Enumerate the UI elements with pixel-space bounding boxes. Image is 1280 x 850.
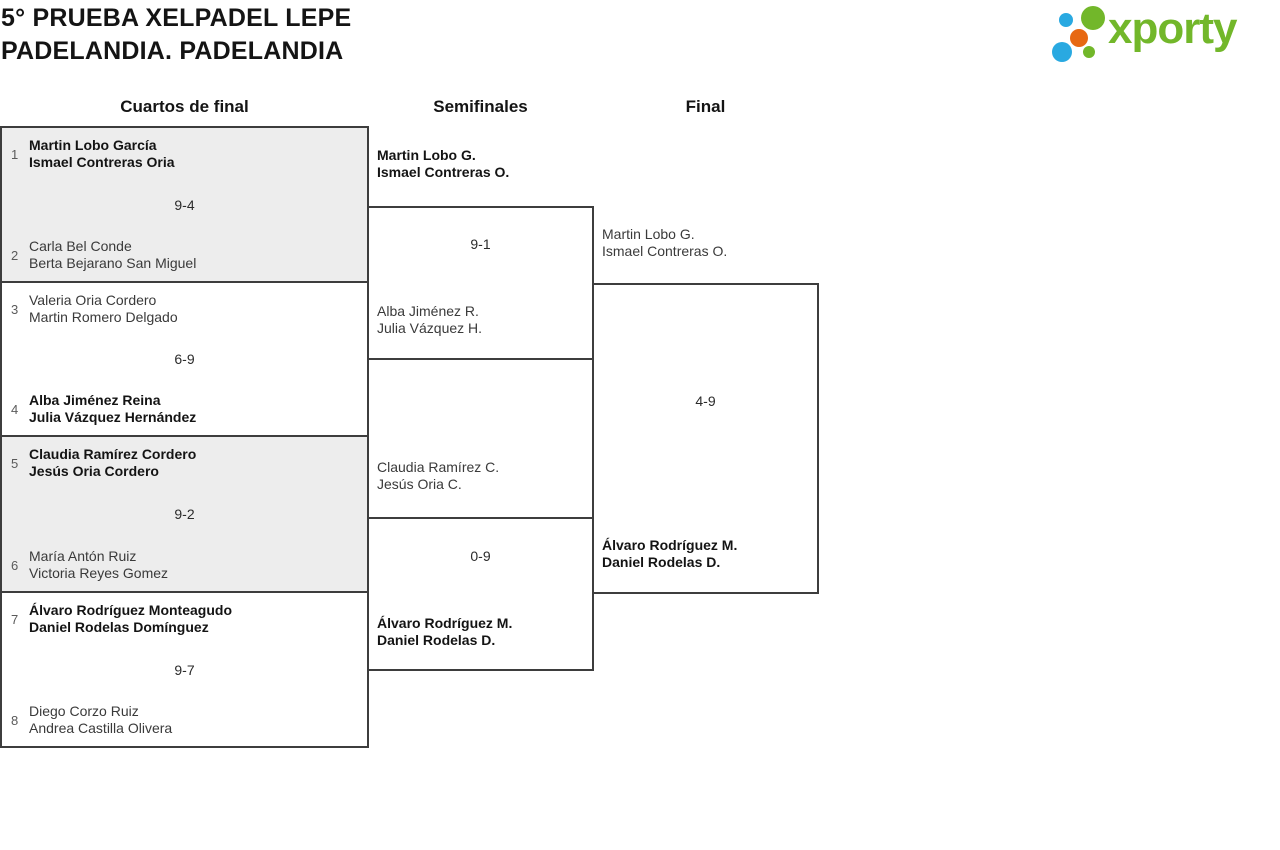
player-name: Daniel Rodelas Domínguez	[29, 619, 209, 635]
team-names: Álvaro Rodríguez M. Daniel Rodelas D.	[602, 537, 737, 571]
page-title-line-2: PADELANDIA. PADELANDIA	[1, 37, 344, 65]
player-name: Daniel Rodelas D.	[377, 632, 496, 648]
team-slot: 3 Valeria Oria Cordero Martin Romero Del…	[11, 292, 359, 326]
logo-dot-blue-large-icon	[1052, 42, 1072, 62]
player-name: Álvaro Rodríguez Monteagudo	[29, 602, 232, 618]
match-score: 9-4	[174, 196, 195, 213]
logo-dot-orange-icon	[1070, 29, 1088, 47]
team-names: Claudia Ramírez C. Jesús Oria C.	[377, 459, 499, 493]
seed-number: 2	[11, 247, 19, 263]
team-names: Martin Lobo G. Ismael Contreras O.	[377, 147, 509, 181]
final-match[interactable]	[592, 283, 819, 594]
xporty-logo-text: xporty	[1108, 4, 1237, 53]
player-name: Valeria Oria Cordero	[29, 292, 157, 308]
player-name: Ismael Contreras Oria	[29, 154, 175, 170]
xporty-logo: xporty	[1045, 0, 1280, 70]
semifinal-match-2[interactable]	[367, 517, 594, 671]
seed-number: 6	[11, 557, 19, 573]
player-name: Jesús Oria Cordero	[29, 463, 159, 479]
logo-dot-green-small-icon	[1083, 46, 1095, 58]
player-name: Julia Vázquez Hernández	[29, 409, 197, 425]
page-title-line-1: 5° PRUEBA XELPADEL LEPE	[1, 4, 352, 32]
seed-number: 1	[11, 146, 19, 162]
player-name: Martin Lobo G.	[377, 147, 476, 163]
seed-number: 8	[11, 712, 19, 728]
player-name: Martin Lobo García	[29, 137, 157, 153]
player-name: Claudia Ramírez C.	[377, 459, 500, 475]
round-header-final: Final	[685, 97, 726, 116]
quarterfinal-match-3[interactable]: 5 Claudia Ramírez Cordero Jesús Oria Cor…	[0, 435, 369, 593]
quarterfinal-match-4[interactable]: 7 Álvaro Rodríguez Monteagudo Daniel Rod…	[0, 591, 369, 748]
player-name: Jesús Oria C.	[377, 476, 462, 492]
match-score: 9-2	[174, 506, 195, 522]
team-names: Claudia Ramírez Cordero Jesús Oria Corde…	[29, 446, 196, 480]
player-name: Alba Jiménez Reina	[29, 392, 161, 408]
round-header-cuartos-de-final: Cuartos de final	[120, 97, 249, 116]
team-slot: 4 Alba Jiménez Reina Julia Vázquez Herná…	[11, 392, 359, 426]
seed-number: 5	[11, 455, 19, 471]
team-names: Álvaro Rodríguez Monteagudo Daniel Rodel…	[29, 602, 232, 636]
player-name: Ismael Contreras O.	[377, 164, 510, 180]
team-names: Carla Bel Conde Berta Bejarano San Migue…	[29, 238, 196, 272]
player-name: Julia Vázquez H.	[377, 320, 483, 336]
player-name: Alba Jiménez R.	[377, 303, 479, 319]
match-score: 4-9	[695, 393, 716, 409]
round-header-semifinales: Semifinales	[433, 97, 528, 116]
seed-number: 3	[11, 301, 19, 317]
team-names: Martin Lobo García Ismael Contreras Oria	[29, 137, 175, 171]
team-slot: 1 Martin Lobo García Ismael Contreras Or…	[11, 137, 359, 171]
match-score: 6-9	[174, 351, 195, 367]
player-name: Diego Corzo Ruiz	[29, 703, 139, 719]
player-name: Victoria Reyes Gomez	[29, 565, 169, 581]
player-name: Carla Bel Conde	[29, 238, 132, 254]
player-name: Berta Bejarano San Miguel	[29, 255, 197, 271]
team-slot: 2 Carla Bel Conde Berta Bejarano San Mig…	[11, 238, 359, 272]
match-score: 0-9	[470, 548, 491, 564]
match-score: 9-7	[174, 661, 195, 678]
player-name: Andrea Castilla Olivera	[29, 720, 173, 736]
seed-number: 7	[11, 611, 19, 627]
player-name: Daniel Rodelas D.	[602, 554, 721, 570]
team-names: Alba Jiménez R. Julia Vázquez H.	[377, 303, 482, 337]
player-name: Claudia Ramírez Cordero	[29, 446, 197, 462]
page-title: 5° PRUEBA XELPADEL LEPE PADELANDIA. PADE…	[1, 2, 351, 68]
team-names: Martin Lobo G. Ismael Contreras O.	[602, 226, 727, 260]
seed-number: 4	[11, 401, 19, 417]
team-names: Álvaro Rodríguez M. Daniel Rodelas D.	[377, 615, 512, 649]
player-name: Martin Romero Delgado	[29, 309, 178, 325]
team-names: Alba Jiménez Reina Julia Vázquez Hernánd…	[29, 392, 196, 426]
team-slot: 8 Diego Corzo Ruiz Andrea Castilla Olive…	[11, 703, 359, 737]
logo-dot-green-large-icon	[1081, 6, 1105, 30]
team-slot: 7 Álvaro Rodríguez Monteagudo Daniel Rod…	[11, 602, 359, 636]
player-name: María Antón Ruiz	[29, 548, 137, 564]
match-score: 9-1	[470, 236, 491, 252]
player-name: Ismael Contreras O.	[602, 243, 728, 259]
quarterfinal-match-2[interactable]: 3 Valeria Oria Cordero Martin Romero Del…	[0, 281, 369, 437]
team-names: Valeria Oria Cordero Martin Romero Delga…	[29, 292, 178, 326]
team-slot: 5 Claudia Ramírez Cordero Jesús Oria Cor…	[11, 446, 359, 480]
player-name: Álvaro Rodríguez M.	[602, 537, 738, 553]
player-name: Martin Lobo G.	[602, 226, 695, 242]
team-names: María Antón Ruiz Victoria Reyes Gomez	[29, 548, 168, 582]
team-names: Diego Corzo Ruiz Andrea Castilla Olivera	[29, 703, 172, 737]
logo-dot-blue-small-icon	[1059, 13, 1073, 27]
quarterfinal-match-1[interactable]: 1 Martin Lobo García Ismael Contreras Or…	[0, 126, 369, 283]
team-slot: 6 María Antón Ruiz Victoria Reyes Gomez	[11, 548, 359, 582]
player-name: Álvaro Rodríguez M.	[377, 615, 513, 631]
